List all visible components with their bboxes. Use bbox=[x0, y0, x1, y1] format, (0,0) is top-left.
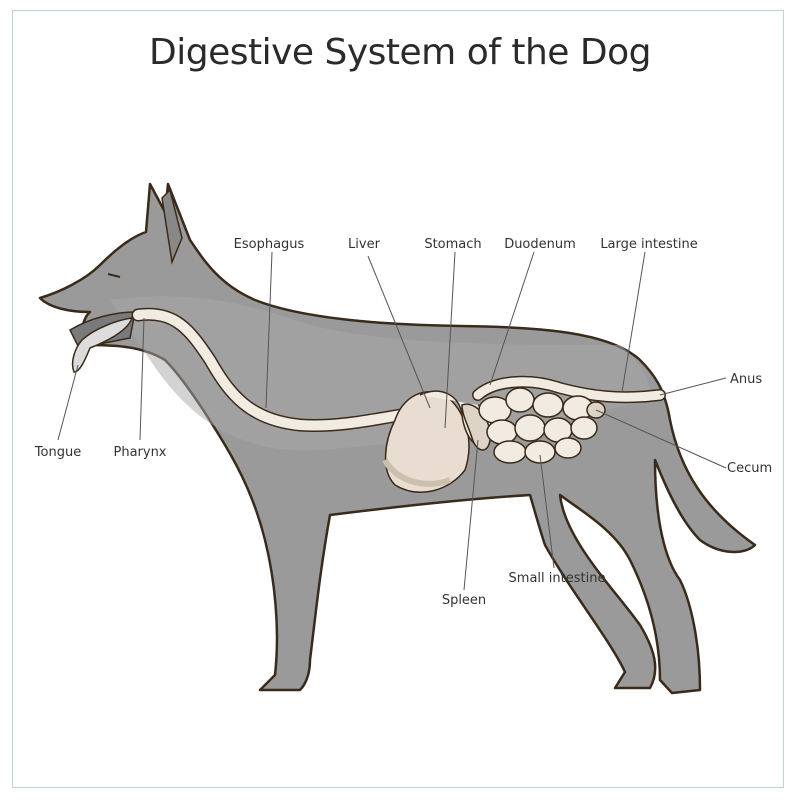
label-pharynx: Pharynx bbox=[113, 445, 166, 460]
dog-eye bbox=[107, 273, 121, 278]
small-intestine-organ bbox=[478, 387, 598, 464]
label-large-intestine: Large intestine bbox=[600, 237, 697, 252]
label-liver: Liver bbox=[348, 237, 381, 252]
label-duodenum: Duodenum bbox=[504, 237, 576, 252]
tongue-leader bbox=[57, 364, 79, 441]
diagram-title: Digestive System of the Dog bbox=[149, 32, 651, 73]
label-esophagus: Esophagus bbox=[234, 237, 305, 252]
label-anus: Anus bbox=[730, 372, 762, 387]
duodenum-leader bbox=[489, 251, 535, 386]
label-small-intestine: Small intestine bbox=[509, 571, 606, 586]
spleen-leader bbox=[463, 439, 479, 591]
esophagus-leader bbox=[265, 251, 273, 409]
stomach-leader bbox=[444, 251, 456, 429]
dog-ear bbox=[161, 188, 183, 265]
small-intestine-leader bbox=[539, 454, 555, 569]
liver-leader bbox=[367, 255, 431, 409]
pharynx-leader bbox=[139, 317, 145, 441]
cecum-leader bbox=[595, 409, 727, 469]
anus-leader bbox=[659, 377, 727, 396]
label-stomach: Stomach bbox=[424, 237, 481, 252]
label-cecum: Cecum bbox=[727, 461, 772, 476]
large-intestine-leader bbox=[621, 251, 646, 393]
dog-tongue bbox=[71, 317, 134, 373]
label-tongue: Tongue bbox=[34, 445, 81, 460]
label-spleen: Spleen bbox=[442, 593, 486, 608]
